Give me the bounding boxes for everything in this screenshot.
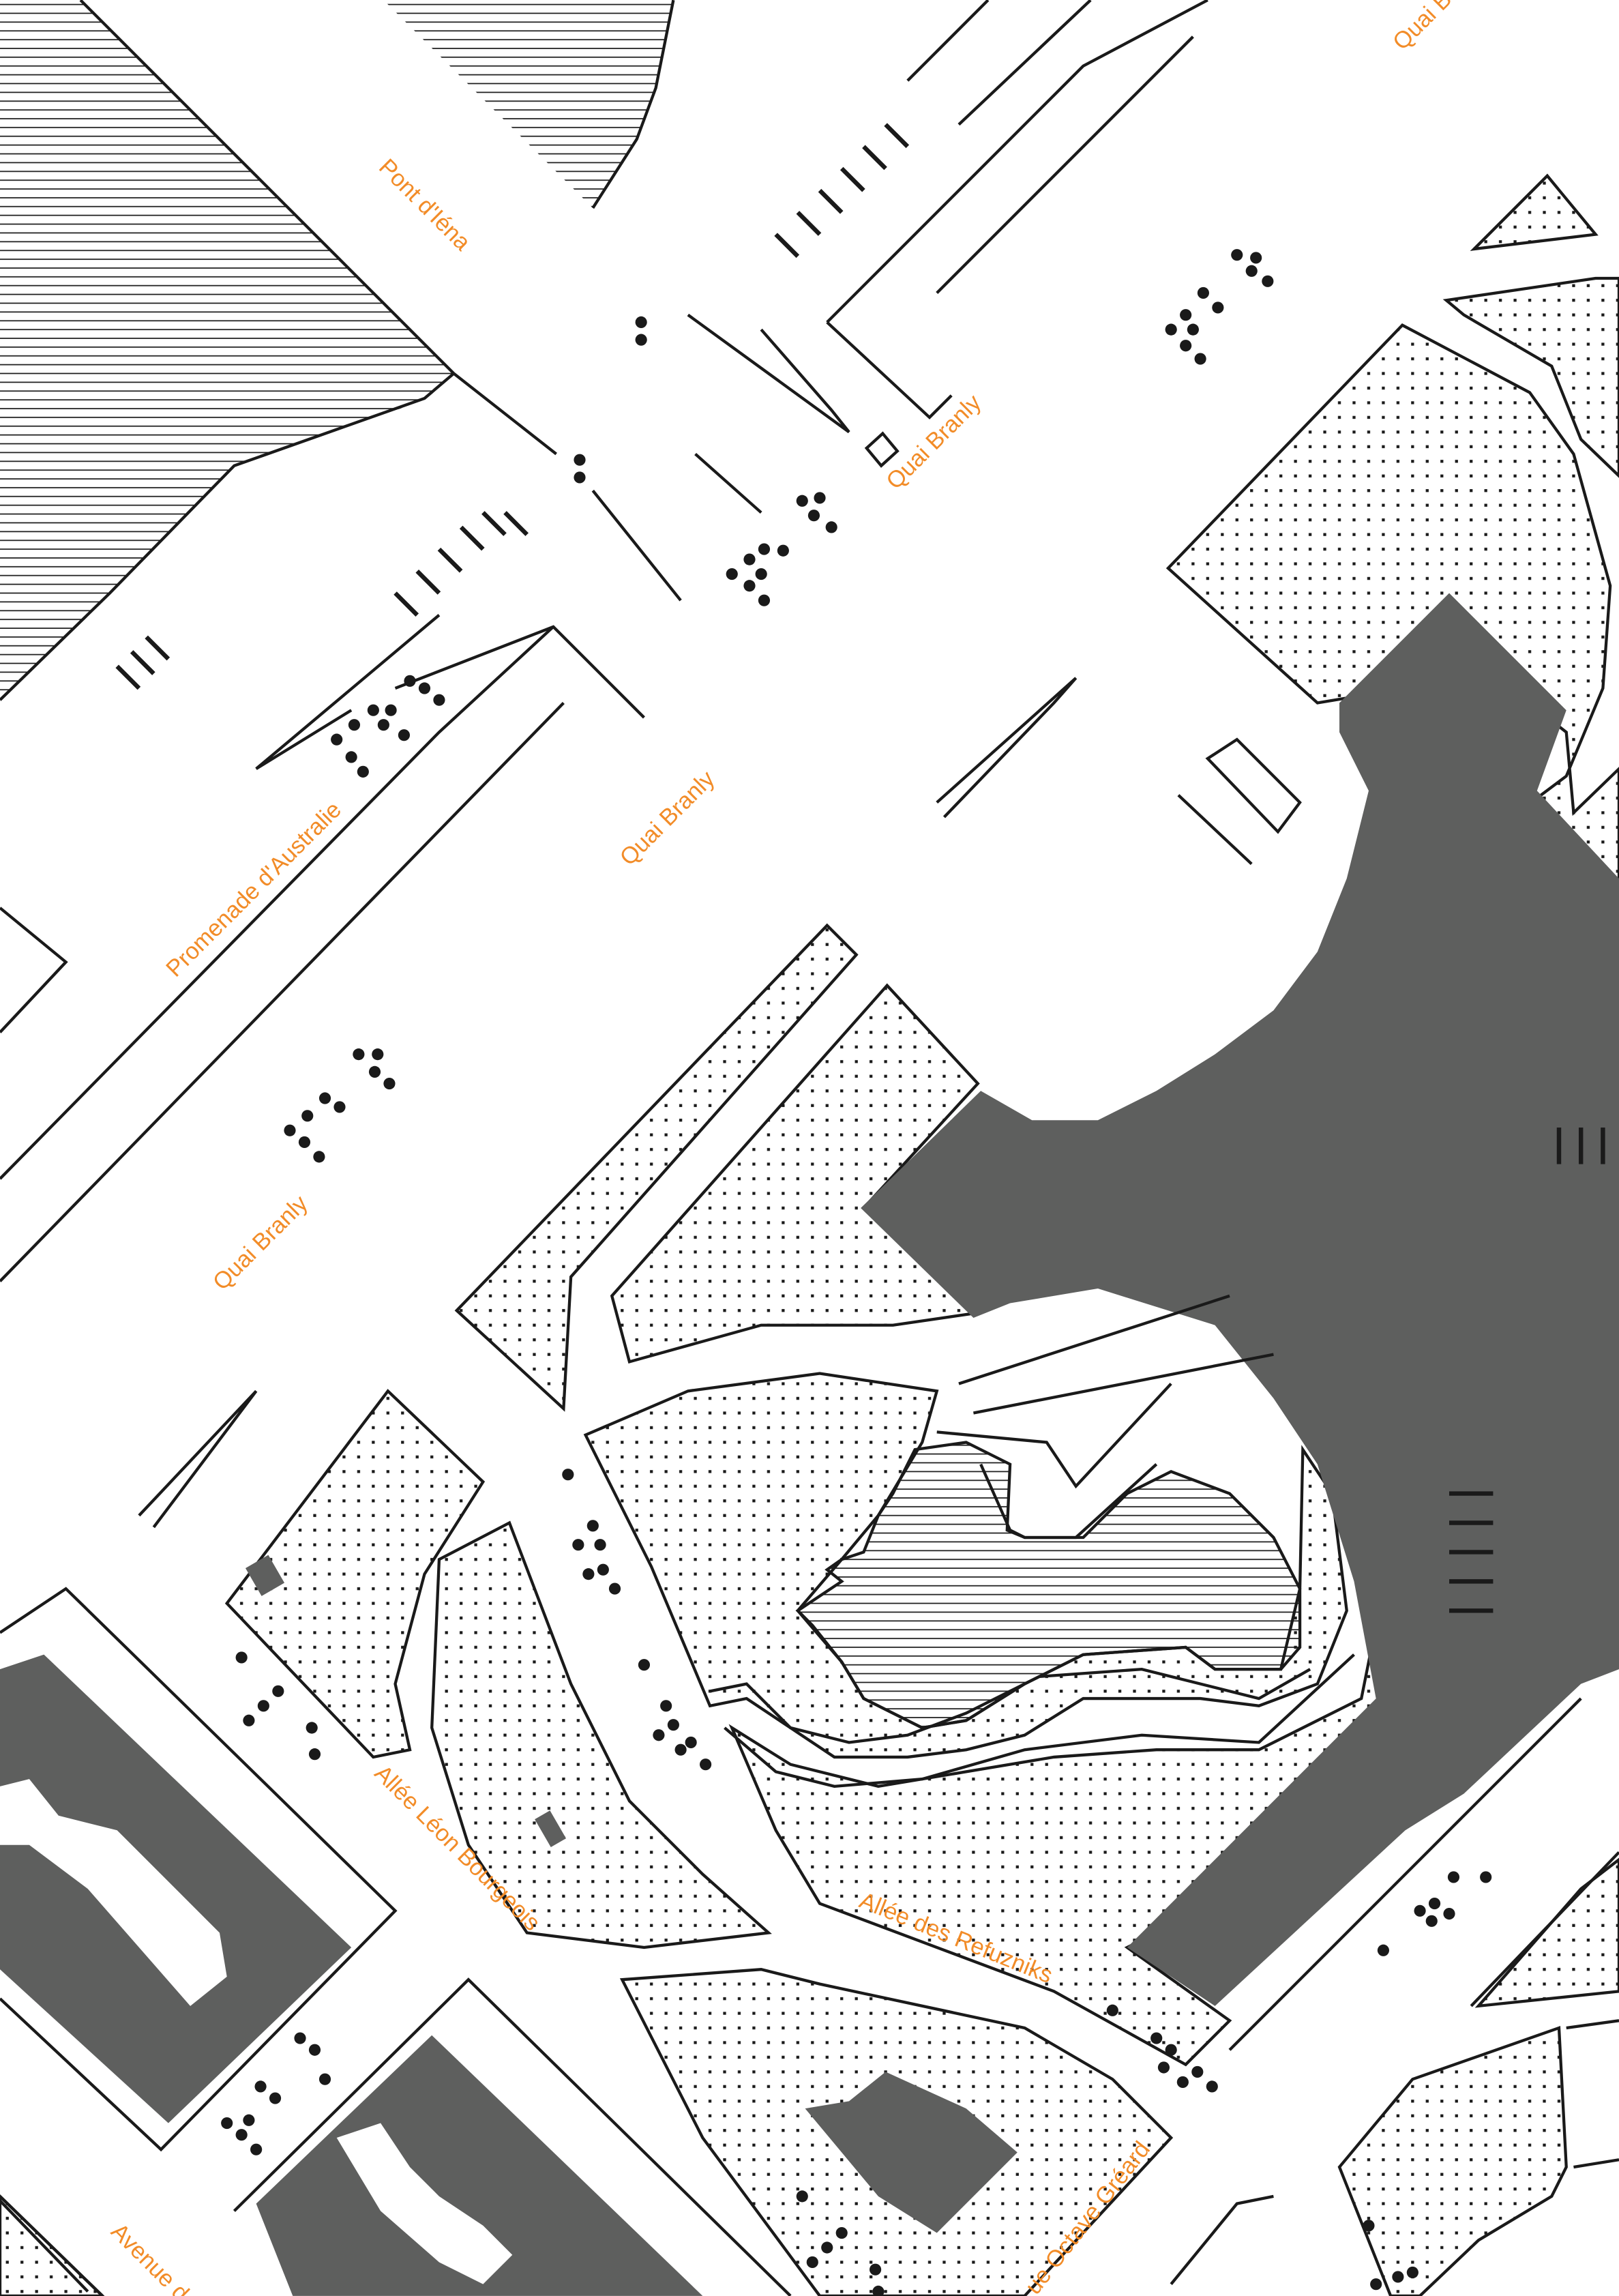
label-avenue: Avenue d [106,2218,194,2296]
label-quai-branly-top: Quai B [1388,0,1457,55]
building-small [805,2072,1018,2233]
buildings [0,593,1619,2296]
label-pont-iena: Pont d'Iéna [374,154,476,256]
trees [221,249,1492,2296]
label-quai-branly-3: Quai Branly [208,1190,313,1295]
seine-river [0,0,675,701]
crosswalks [115,123,1605,1613]
parks [0,173,1619,2296]
building-south [256,2035,703,2296]
eiffel-tower-base [861,593,1619,2006]
label-quai-branly-1: Quai Branly [881,389,986,495]
label-quai-branly-2: Quai Branly [615,765,720,870]
